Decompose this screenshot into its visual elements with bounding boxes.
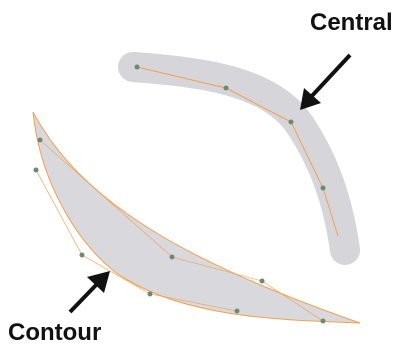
contour-arrow-shaft — [70, 283, 98, 312]
contour-control-point — [260, 279, 265, 284]
contour-control-point — [235, 309, 240, 314]
central-label: Central — [310, 9, 393, 36]
contour-control-point — [148, 292, 153, 297]
central-control-point — [289, 120, 294, 125]
contour-control-point — [321, 319, 326, 324]
central-arrow-shaft — [310, 55, 350, 98]
contour-control-point — [170, 255, 175, 260]
central-arrow — [300, 55, 350, 110]
contour-control-point — [34, 168, 39, 173]
central-control-point — [135, 65, 140, 70]
contour-control-point — [80, 253, 85, 258]
contour-arrow — [70, 271, 110, 312]
contour-control-point — [38, 138, 43, 143]
contour-label: Contour — [8, 319, 101, 346]
central-control-point — [224, 86, 229, 91]
central-control-point — [321, 186, 326, 191]
